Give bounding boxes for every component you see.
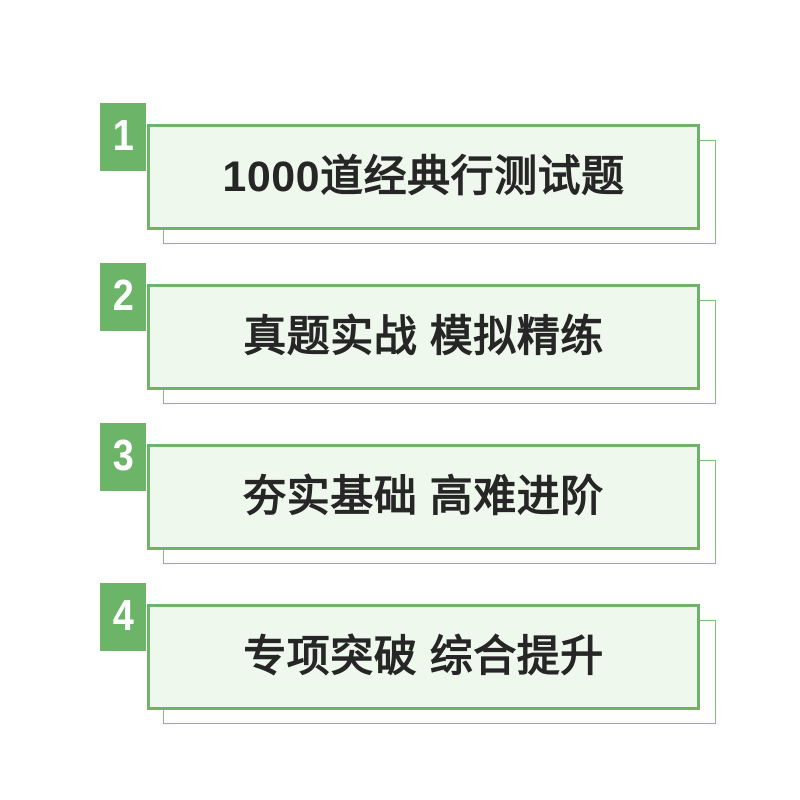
feature-number-badge: 3 <box>100 423 146 491</box>
feature-card-label: 专项突破 综合提升 <box>243 632 604 681</box>
feature-item[interactable]: 1000道经典行测试题 1 <box>0 0 800 244</box>
feature-number-badge: 2 <box>100 263 146 331</box>
feature-card-label: 夯实基础 高难进阶 <box>243 472 604 521</box>
feature-item[interactable]: 专项突破 综合提升 4 <box>0 480 800 724</box>
feature-number-label: 3 <box>112 431 134 480</box>
feature-number-label: 4 <box>112 591 134 640</box>
feature-card[interactable]: 1000道经典行测试题 <box>147 124 700 230</box>
feature-number-label: 2 <box>112 271 134 320</box>
feature-number-label: 1 <box>112 111 134 160</box>
feature-card[interactable]: 专项突破 综合提升 <box>147 604 700 710</box>
feature-number-badge: 1 <box>100 103 146 171</box>
feature-item[interactable]: 夯实基础 高难进阶 3 <box>0 320 800 564</box>
feature-card[interactable]: 夯实基础 高难进阶 <box>147 444 700 550</box>
feature-card[interactable]: 真题实战 模拟精练 <box>147 284 700 390</box>
feature-number-badge: 4 <box>100 583 146 651</box>
feature-card-label: 1000道经典行测试题 <box>222 152 625 201</box>
feature-item[interactable]: 真题实战 模拟精练 2 <box>0 160 800 404</box>
feature-card-label: 真题实战 模拟精练 <box>243 312 604 361</box>
